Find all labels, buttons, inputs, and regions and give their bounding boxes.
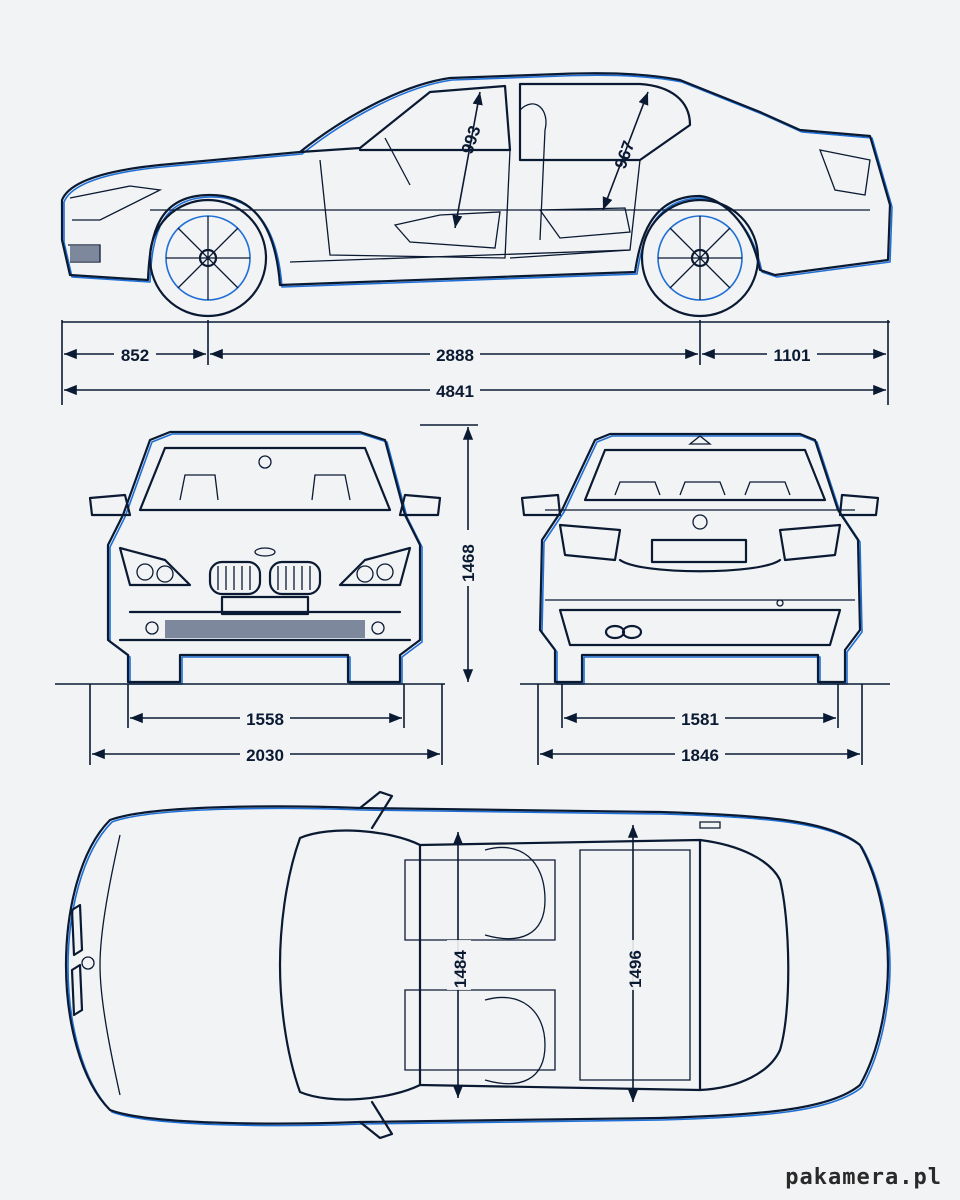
dim-rear-cabin-width: 1496 (626, 950, 645, 988)
dim-width-mirrors: 2030 (246, 746, 284, 765)
side-view: 993 967 852 2888 1101 4841 (60, 72, 893, 405)
dim-front-overhang: 852 (121, 346, 149, 365)
dim-height: 1468 (459, 544, 478, 582)
watermark: pakamera.pl (785, 1165, 942, 1190)
dim-rear-headroom: 967 (611, 138, 639, 171)
dim-rear-track: 1581 (681, 710, 719, 729)
dim-front-track: 1558 (246, 710, 284, 729)
top-view: 1484 1496 (64, 790, 891, 1140)
front-view: 1468 1558 2030 (55, 424, 479, 765)
dim-rear-width: 1846 (681, 746, 719, 765)
dim-front-headroom: 993 (458, 123, 485, 156)
dim-front-cabin-width: 1484 (451, 950, 470, 988)
dim-length: 4841 (436, 382, 474, 401)
dim-wheelbase: 2888 (436, 346, 474, 365)
dim-rear-overhang: 1101 (774, 346, 811, 365)
rear-view: 1581 1846 (520, 432, 890, 765)
